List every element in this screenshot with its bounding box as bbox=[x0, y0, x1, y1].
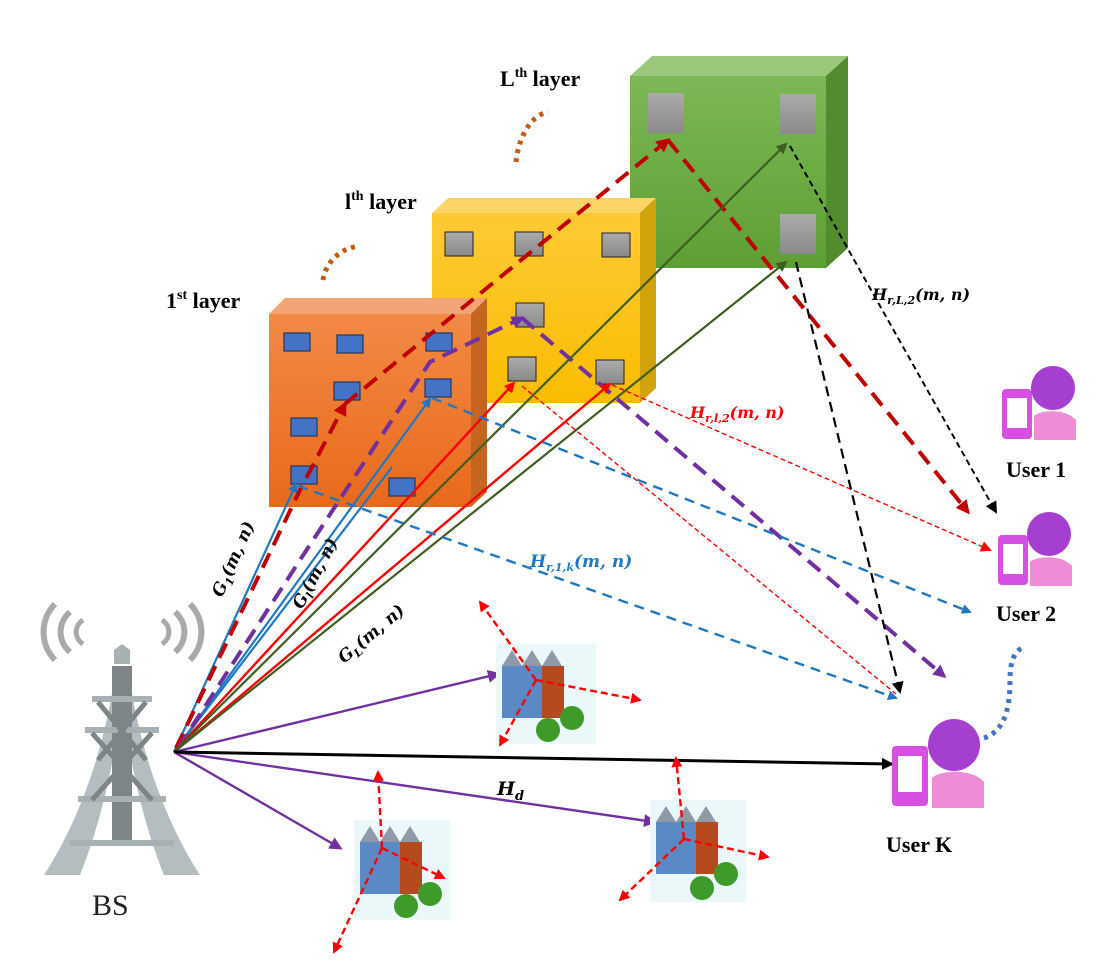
label-hrL2: Hr,L,2(m, n) bbox=[871, 285, 970, 307]
building-scatterer-3-icon bbox=[650, 800, 746, 902]
link-darkred-to-user2 bbox=[666, 138, 970, 515]
ris-element bbox=[290, 417, 318, 437]
link-purple-to-userk bbox=[520, 316, 947, 678]
link-gL-a bbox=[173, 142, 788, 753]
user-2-label: User 2 bbox=[996, 601, 1056, 626]
link-hrL2-a bbox=[789, 145, 997, 514]
link-hr1k-a bbox=[297, 484, 898, 701]
ris-element bbox=[425, 332, 453, 352]
ris-element bbox=[283, 332, 311, 352]
layer-l-block bbox=[432, 198, 656, 403]
building-scatterer-2-icon bbox=[354, 820, 450, 920]
ellipsis-dots-icon bbox=[320, 243, 361, 281]
ris-element bbox=[601, 232, 631, 258]
link-bs-building-3 bbox=[173, 750, 657, 827]
link-cascade-darkred-up bbox=[343, 138, 671, 406]
link-gl-a bbox=[173, 381, 516, 753]
label-gL: GL(m, n) bbox=[334, 601, 410, 670]
link-g1-c bbox=[173, 466, 393, 753]
base-station-label: BS bbox=[92, 889, 129, 922]
link-hr1k-b bbox=[431, 396, 972, 614]
label-hr1k: Hr,1,k(m, n) bbox=[529, 552, 632, 574]
label-hd: Hd bbox=[496, 778, 524, 804]
layer-l-label: lth layer bbox=[345, 189, 417, 214]
ris-element bbox=[507, 356, 537, 382]
link-cascade-darkred bbox=[174, 401, 347, 749]
ris-element bbox=[336, 334, 364, 354]
user-2-icon bbox=[998, 512, 1072, 586]
bs-to-layer-links bbox=[172, 138, 970, 850]
layer-L-block bbox=[630, 56, 848, 268]
layer-1-block bbox=[269, 298, 487, 507]
link-bs-building-2 bbox=[173, 750, 343, 850]
ris-element bbox=[388, 477, 416, 497]
scatter-arrows bbox=[332, 600, 770, 954]
link-hd bbox=[173, 750, 894, 770]
label-hrl2: Hr,l,2(m, n) bbox=[689, 403, 784, 425]
ris-element bbox=[780, 214, 816, 254]
ellipsis-dots-icon bbox=[513, 109, 549, 163]
link-hrL2-b bbox=[794, 261, 904, 694]
user-1-icon bbox=[1002, 366, 1076, 440]
ris-element bbox=[444, 231, 474, 257]
link-bs-building-1 bbox=[173, 670, 501, 754]
layer-L-label: Lth layer bbox=[500, 66, 581, 91]
base-station-tower-icon bbox=[40, 601, 205, 875]
link-gL-b bbox=[173, 260, 788, 753]
ris-element bbox=[780, 94, 816, 134]
link-gl-b bbox=[173, 382, 612, 753]
link-hrl2-a bbox=[521, 385, 897, 695]
ris-element bbox=[595, 359, 625, 385]
user-1-label: User 1 bbox=[1006, 457, 1066, 482]
link-g1-a bbox=[172, 482, 298, 753]
layer-1-label: 1st layer bbox=[166, 288, 241, 313]
user-k-label: User K bbox=[886, 832, 952, 857]
ris-element bbox=[424, 378, 452, 398]
link-g1-b bbox=[173, 397, 432, 753]
user-k-icon bbox=[892, 719, 984, 808]
ris-to-user-links bbox=[297, 145, 997, 701]
link-hrl2-b bbox=[611, 384, 992, 552]
link-cascade-purple bbox=[176, 316, 525, 750]
label-gl: Gl(m, n) bbox=[289, 535, 345, 613]
ellipsis-dots-icon bbox=[982, 645, 1024, 741]
ris-element bbox=[648, 93, 684, 133]
building-scatterer-1-icon bbox=[496, 644, 596, 744]
